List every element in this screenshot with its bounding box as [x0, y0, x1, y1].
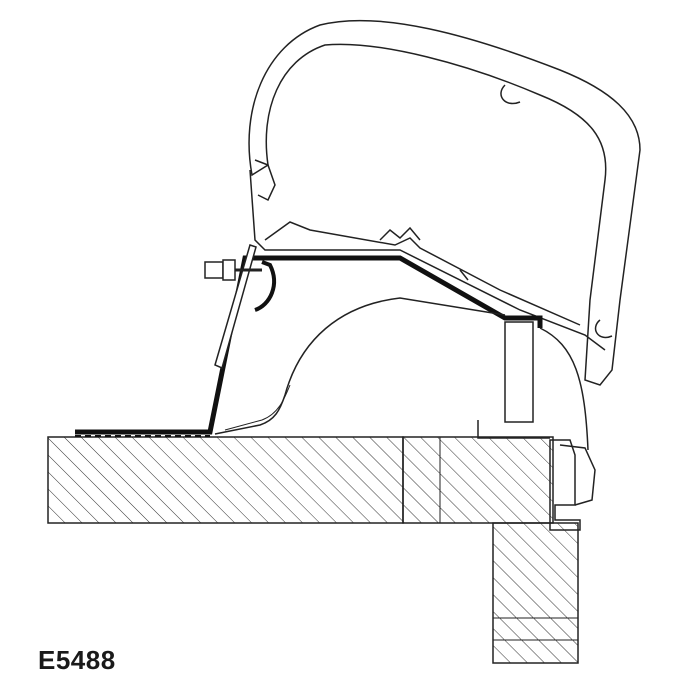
roof-edge-block [402, 436, 554, 524]
support-profile [214, 297, 506, 435]
adapter-bracket [75, 255, 543, 435]
side-wall [492, 522, 579, 664]
roof-rail-profile [549, 439, 581, 531]
part-number-label: E5488 [38, 645, 116, 675]
roof-slab [47, 436, 404, 524]
bolt-icon [204, 259, 262, 281]
awning-cassette [248, 19, 641, 386]
support-post [504, 321, 534, 423]
